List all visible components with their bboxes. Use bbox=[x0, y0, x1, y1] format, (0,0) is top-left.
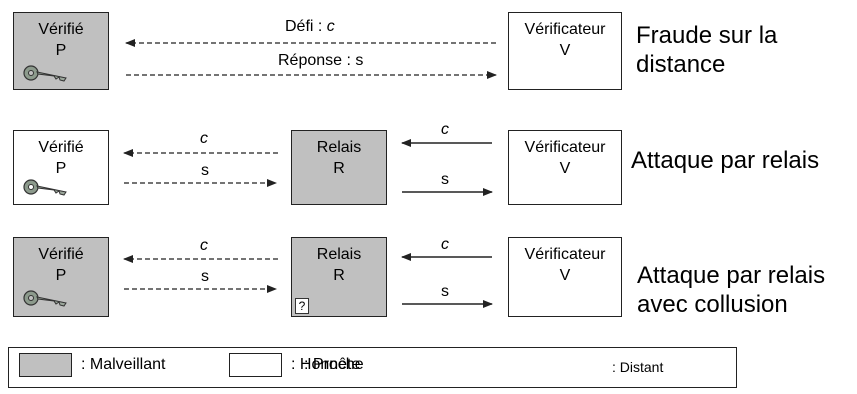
key-icon bbox=[23, 65, 67, 82]
unknown-badge: ? bbox=[295, 298, 309, 314]
legend-malicious-swatch bbox=[19, 353, 72, 377]
legend-honest-label: : Honnête bbox=[291, 356, 361, 373]
legend-honest-swatch bbox=[229, 353, 282, 377]
row1-caption: Fraude sur la distance bbox=[636, 22, 778, 78]
row3-relay-letter: R bbox=[333, 267, 345, 284]
row2-prover-letter: P bbox=[55, 160, 67, 177]
row2-verifier-name: Vérificateur bbox=[524, 139, 606, 156]
row1-prover-letter: P bbox=[55, 42, 67, 59]
row1-challenge-label: Défi : c bbox=[285, 18, 335, 35]
row1-prover-name: Vérifié bbox=[38, 21, 84, 38]
row3-verifier-name: Vérificateur bbox=[524, 246, 606, 263]
row1-verifier-letter: V bbox=[559, 42, 571, 59]
row2-verifier-letter: V bbox=[559, 160, 571, 177]
row2-caption: Attaque par relais bbox=[631, 147, 820, 174]
row2-verifier-box: Vérificateur V bbox=[508, 130, 622, 205]
key-icon bbox=[23, 290, 67, 307]
row3-verifier-box: Vérificateur V bbox=[508, 237, 622, 317]
row1-verifier-name: Vérificateur bbox=[524, 21, 606, 38]
legend-close-label: : Proche bbox=[304, 356, 364, 373]
row3-prover-letter: P bbox=[55, 267, 67, 284]
row3-c-left-label: c bbox=[200, 237, 208, 254]
row3-s-right-label: s bbox=[441, 283, 449, 300]
row3-prover-name: Vérifié bbox=[38, 246, 84, 263]
row1-verifier-box: Vérificateur V bbox=[508, 12, 622, 90]
row3-c-right-label: c bbox=[441, 236, 449, 253]
row3-caption: Attaque par relais avec collusion bbox=[637, 262, 826, 318]
row2-relay-letter: R bbox=[333, 160, 345, 177]
row3-verifier-letter: V bbox=[559, 267, 571, 284]
legend-malicious-label: : Malveillant bbox=[81, 356, 166, 373]
row3-s-left-label: s bbox=[201, 268, 209, 285]
row2-relay-name: Relais bbox=[316, 139, 362, 156]
row2-s-left-label: s bbox=[201, 162, 209, 179]
row2-prover-name: Vérifié bbox=[38, 139, 84, 156]
row3-relay-name: Relais bbox=[316, 246, 362, 263]
key-icon bbox=[23, 179, 67, 196]
legend-distant-label: : Distant bbox=[612, 359, 664, 375]
row2-s-right-label: s bbox=[441, 171, 449, 188]
row1-response-label: Réponse : s bbox=[278, 52, 364, 69]
row2-relay-box: Relais R bbox=[291, 130, 387, 205]
row2-c-right-label: c bbox=[441, 121, 449, 138]
row1-challenge-var: c bbox=[326, 18, 335, 35]
row2-c-left-label: c bbox=[200, 130, 208, 147]
legend: : Malveillant : Honnête : Proche : Dista… bbox=[8, 347, 737, 388]
